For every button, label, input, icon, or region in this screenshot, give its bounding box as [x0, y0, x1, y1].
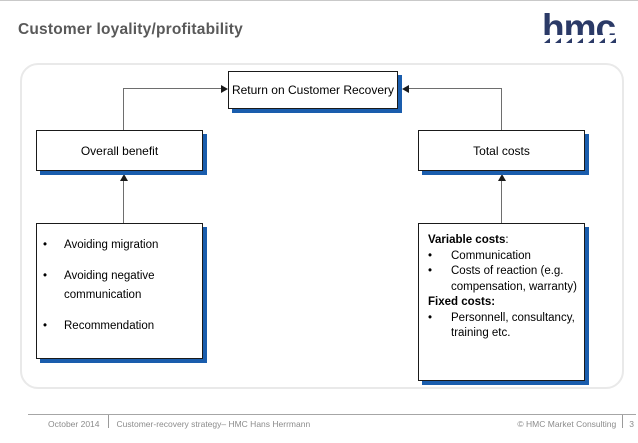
box-label: Overall benefit	[80, 143, 159, 158]
arrowhead-into-left-box	[119, 174, 128, 181]
connector-right-vertical	[501, 88, 502, 130]
connector-right-horizontal	[409, 88, 501, 89]
box-benefit-details: • Avoiding migration • Avoiding negative…	[36, 223, 203, 359]
hmc-logo-dots	[544, 38, 628, 43]
connector-bottom-left-vertical	[123, 180, 124, 223]
list-item-text: Costs of reaction (e.g. compensation, wa…	[451, 265, 577, 293]
footer-separator	[107, 415, 109, 428]
arrowhead-into-top-box-left	[221, 84, 228, 93]
footer-copyright: © HMC Market Consulting	[517, 418, 617, 429]
heading-colon: :	[505, 234, 509, 246]
footer-separator	[622, 415, 624, 428]
arrowhead-into-right-box	[497, 174, 506, 181]
box-overall-benefit: Overall benefit	[36, 130, 203, 171]
list-item: • Personnell, consultancy, training etc.	[428, 311, 578, 342]
connector-left-vertical	[123, 88, 124, 130]
footer-divider-line	[28, 414, 636, 415]
heading-text: Variable costs	[428, 234, 506, 246]
footer-left: October 2014 Customer-recovery strategy–…	[48, 415, 311, 430]
list-item-text: Personnell, consultancy, training etc.	[451, 311, 575, 340]
bullet-marker: •	[43, 270, 48, 282]
box-total-costs: Total costs	[418, 130, 585, 171]
list-item: • Avoiding negative communication	[43, 267, 196, 305]
bullet-marker: •	[43, 320, 48, 332]
box-label: Return on Customer Recovery	[231, 83, 395, 97]
hmc-logo-text: hmc	[542, 11, 616, 35]
list-item-text: Recommendation	[64, 320, 155, 332]
hmc-logo-letters: hmc	[542, 11, 628, 35]
connector-bottom-right-vertical	[501, 180, 502, 223]
bullet-marker: •	[428, 249, 433, 262]
list-item: • Communication	[428, 249, 578, 265]
footer-right: © HMC Market Consulting 3	[517, 415, 634, 430]
hmc-logo: hmc	[542, 11, 628, 43]
page-title: Customer loyality/profitability	[18, 21, 243, 38]
footer-page-number: 3	[629, 418, 634, 429]
bullet-marker: •	[428, 265, 433, 277]
box-return-on-customer-recovery: Return on Customer Recovery	[228, 71, 398, 109]
list-item: • Recommendation	[43, 317, 196, 336]
list-item: • Costs of reaction (e.g. compensation, …	[428, 264, 578, 295]
box-costs-details: Variable costs: • Communication • Costs …	[418, 223, 585, 381]
bullet-marker: •	[43, 239, 48, 251]
footer-date: October 2014	[48, 418, 100, 429]
connector-left-horizontal	[123, 88, 222, 89]
list-item-text: Communication	[451, 249, 531, 262]
list-item-text: Avoiding migration	[64, 239, 159, 251]
costs-heading-variable: Variable costs:	[428, 233, 578, 249]
arrowhead-into-top-box-right	[402, 84, 409, 93]
costs-heading-fixed: Fixed costs:	[428, 296, 496, 308]
bullet-marker: •	[428, 311, 433, 324]
box-label: Total costs	[473, 143, 530, 158]
list-item-text: Avoiding negative communication	[64, 270, 155, 301]
list-item: • Avoiding migration	[43, 236, 196, 255]
footer-doc-title: Customer-recovery strategy– HMC Hans Her…	[116, 418, 311, 429]
